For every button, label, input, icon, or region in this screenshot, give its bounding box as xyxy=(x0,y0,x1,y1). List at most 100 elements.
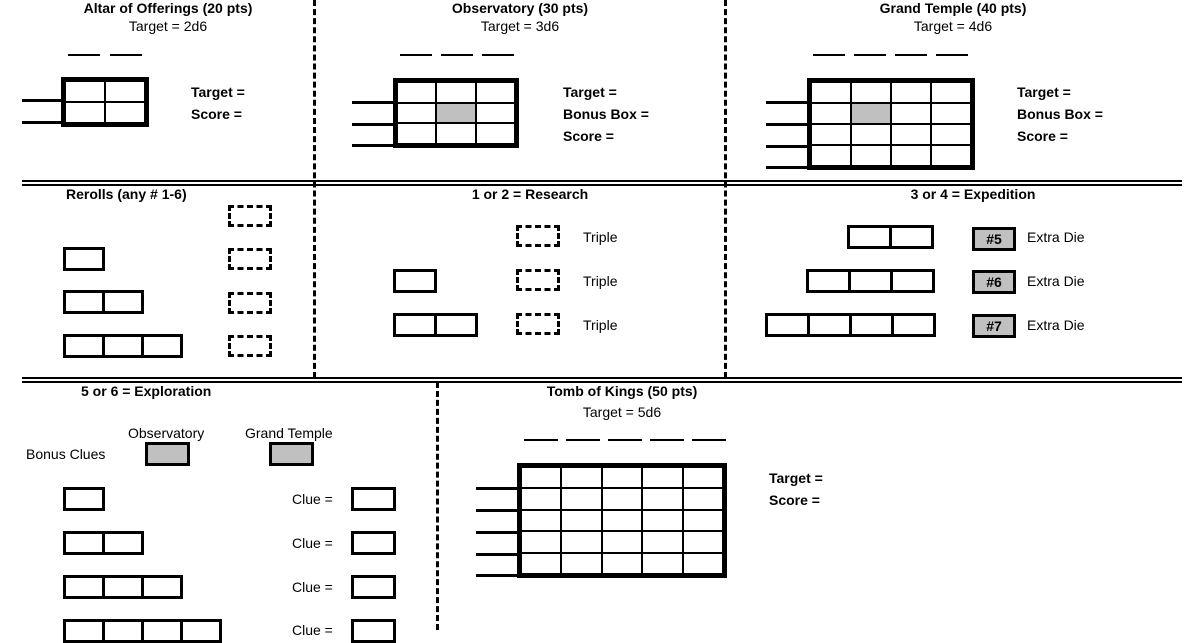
grid-cell[interactable] xyxy=(931,145,971,166)
expedition-badge[interactable]: #5 xyxy=(972,227,1016,251)
exploration-box[interactable] xyxy=(141,575,183,599)
reroll-box[interactable] xyxy=(102,334,144,358)
reroll-dashed-box[interactable] xyxy=(228,205,272,227)
grid-cell[interactable] xyxy=(475,82,515,103)
grid-cell[interactable] xyxy=(561,531,602,553)
grid-cell[interactable] xyxy=(105,81,145,102)
grid-cell[interactable] xyxy=(436,123,476,144)
grid-cell[interactable] xyxy=(105,102,145,123)
expedition-box[interactable] xyxy=(848,269,893,293)
observatory-dice-blank[interactable] xyxy=(482,54,514,56)
research-dashed-box[interactable] xyxy=(516,313,560,335)
grid-cell[interactable] xyxy=(642,552,683,574)
exploration-box[interactable] xyxy=(102,531,144,555)
grid-cell[interactable] xyxy=(521,552,562,574)
bonus-box-cell[interactable] xyxy=(436,102,476,124)
grand-temple-grid[interactable] xyxy=(807,78,975,170)
grid-cell[interactable] xyxy=(521,531,562,553)
grid-cell[interactable] xyxy=(931,103,971,124)
reroll-box[interactable] xyxy=(102,290,144,314)
tomb-dice-blank[interactable] xyxy=(608,439,642,441)
expedition-box[interactable] xyxy=(807,313,852,337)
grid-cell[interactable] xyxy=(931,82,971,103)
tomb-dice-blank[interactable] xyxy=(566,439,600,441)
research-dashed-box[interactable] xyxy=(516,225,560,247)
grid-cell[interactable] xyxy=(521,488,562,510)
grid-cell[interactable] xyxy=(475,123,515,144)
grid-cell[interactable] xyxy=(65,102,105,123)
grid-cell[interactable] xyxy=(521,467,562,489)
expedition-box[interactable] xyxy=(891,313,936,337)
exploration-clue-box[interactable] xyxy=(351,619,396,643)
exploration-clue-box[interactable] xyxy=(351,531,396,555)
expedition-box[interactable] xyxy=(765,313,810,337)
reroll-box[interactable] xyxy=(141,334,183,358)
exploration-clue-box[interactable] xyxy=(351,575,396,599)
exploration-box[interactable] xyxy=(141,619,183,643)
grid-cell[interactable] xyxy=(436,82,476,103)
altar-dice-blank[interactable] xyxy=(68,54,100,56)
grand-temple-dice-blank[interactable] xyxy=(936,54,968,56)
grid-cell[interactable] xyxy=(851,145,891,166)
tomb-dice-blank[interactable] xyxy=(524,439,558,441)
tomb-dice-blank[interactable] xyxy=(692,439,726,441)
grid-cell[interactable] xyxy=(811,124,851,145)
grand-temple-bonus-clue-box[interactable] xyxy=(269,442,314,466)
grid-cell[interactable] xyxy=(561,509,602,532)
grid-cell[interactable] xyxy=(561,552,602,574)
expedition-box[interactable] xyxy=(806,269,851,293)
grid-cell[interactable] xyxy=(682,509,723,532)
reroll-box[interactable] xyxy=(63,247,105,271)
grid-cell[interactable] xyxy=(642,467,683,489)
grid-cell[interactable] xyxy=(682,552,723,574)
grid-cell[interactable] xyxy=(397,82,437,103)
reroll-dashed-box[interactable] xyxy=(228,335,272,357)
grid-cell[interactable] xyxy=(682,531,723,553)
grid-cell[interactable] xyxy=(891,103,931,124)
reroll-dashed-box[interactable] xyxy=(228,292,272,314)
grid-cell[interactable] xyxy=(65,81,105,102)
grid-cell[interactable] xyxy=(682,488,723,510)
tomb-grid[interactable] xyxy=(517,463,727,578)
grand-temple-dice-blank[interactable] xyxy=(813,54,845,56)
grid-cell[interactable] xyxy=(682,467,723,489)
grid-cell[interactable] xyxy=(601,552,643,574)
grand-temple-dice-blank[interactable] xyxy=(854,54,886,56)
expedition-box[interactable] xyxy=(849,313,894,337)
exploration-clue-box[interactable] xyxy=(351,487,396,511)
exploration-box[interactable] xyxy=(102,575,144,599)
observatory-bonus-clue-box[interactable] xyxy=(145,442,190,466)
expedition-badge[interactable]: #6 xyxy=(972,270,1016,294)
grid-cell[interactable] xyxy=(601,488,643,510)
grid-cell[interactable] xyxy=(811,103,851,124)
research-dashed-box[interactable] xyxy=(516,269,560,291)
grid-cell[interactable] xyxy=(891,82,931,103)
reroll-box[interactable] xyxy=(63,334,105,358)
grid-cell[interactable] xyxy=(601,467,643,489)
grid-cell[interactable] xyxy=(642,531,683,553)
grid-cell[interactable] xyxy=(561,488,602,510)
grid-cell[interactable] xyxy=(642,509,683,532)
grid-cell[interactable] xyxy=(601,531,643,553)
grand-temple-dice-blank[interactable] xyxy=(895,54,927,56)
research-box[interactable] xyxy=(434,313,478,337)
grid-cell[interactable] xyxy=(811,82,851,103)
altar-dice-blank[interactable] xyxy=(110,54,142,56)
grid-cell[interactable] xyxy=(397,123,437,144)
grid-cell[interactable] xyxy=(475,102,515,124)
grid-cell[interactable] xyxy=(851,82,891,103)
exploration-box[interactable] xyxy=(102,619,144,643)
grid-cell[interactable] xyxy=(891,145,931,166)
grid-cell[interactable] xyxy=(397,102,437,124)
tomb-dice-blank[interactable] xyxy=(650,439,684,441)
expedition-box[interactable] xyxy=(889,225,934,249)
observatory-dice-blank[interactable] xyxy=(441,54,473,56)
grid-cell[interactable] xyxy=(521,509,562,532)
bonus-box-cell[interactable] xyxy=(851,103,891,124)
grid-cell[interactable] xyxy=(601,509,643,532)
exploration-box[interactable] xyxy=(63,619,105,643)
observatory-grid[interactable] xyxy=(393,78,519,148)
grid-cell[interactable] xyxy=(561,467,602,489)
exploration-box[interactable] xyxy=(63,531,105,555)
observatory-dice-blank[interactable] xyxy=(400,54,432,56)
